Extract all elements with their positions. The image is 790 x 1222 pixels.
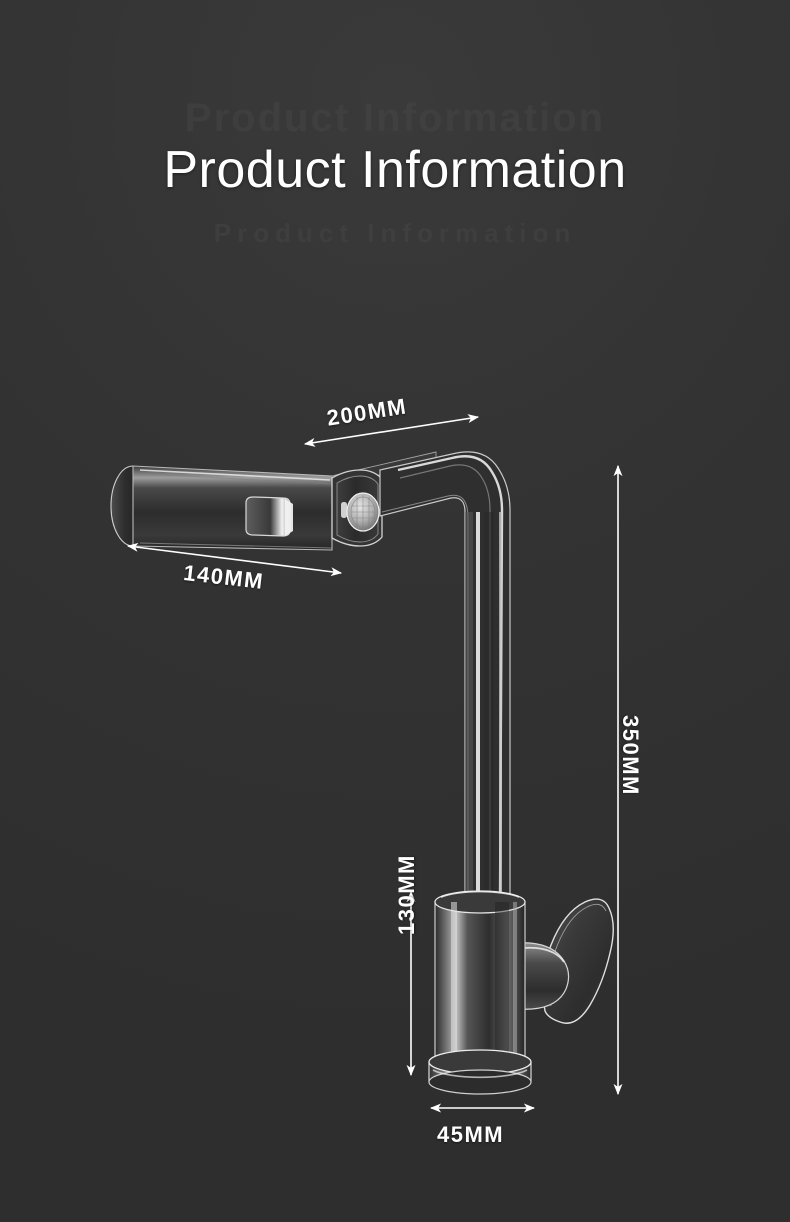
riser-inner-radius <box>381 494 469 900</box>
dimension-label-base-width: 45MM <box>437 1122 505 1147</box>
valve-body-top-highlight <box>440 890 520 898</box>
faucet-base-group <box>428 890 614 1095</box>
dimension-label-body-height: 130MM <box>394 854 419 935</box>
page-title: Product Information <box>163 141 627 199</box>
column-highlight-core <box>476 512 480 900</box>
spout-endcap-icon <box>110 465 134 547</box>
spray-mode-button[interactable] <box>245 496 293 537</box>
spray-mode-button-face <box>245 496 291 537</box>
mesh-aerator-icon <box>346 492 380 532</box>
mode-indicator-slot <box>341 502 347 518</box>
base-flange-highlight <box>432 1069 528 1079</box>
column-highlight-right <box>499 512 502 900</box>
valve-body-highlight <box>451 902 457 1060</box>
spout-top-highlight <box>139 469 331 481</box>
spray-mode-button-highlight <box>285 499 293 536</box>
dim-line-200mm <box>303 414 480 447</box>
valve-body-shade <box>495 902 509 1060</box>
dim-line-140mm <box>126 542 343 577</box>
column-shade-left <box>465 512 473 900</box>
spout-tip-group <box>331 469 383 547</box>
column-shade-mid <box>484 512 494 900</box>
faucet-riser-group <box>379 451 511 901</box>
valve-body <box>434 901 526 1061</box>
riser-elbow-highlight-soft <box>399 464 491 900</box>
spout-top-facet <box>149 473 331 485</box>
valve-body-edge-light <box>513 902 517 1060</box>
riser-elbow-highlight <box>397 455 504 901</box>
dimension-label-total-height: 350MM <box>618 715 643 796</box>
dimension-lines <box>126 414 623 1113</box>
